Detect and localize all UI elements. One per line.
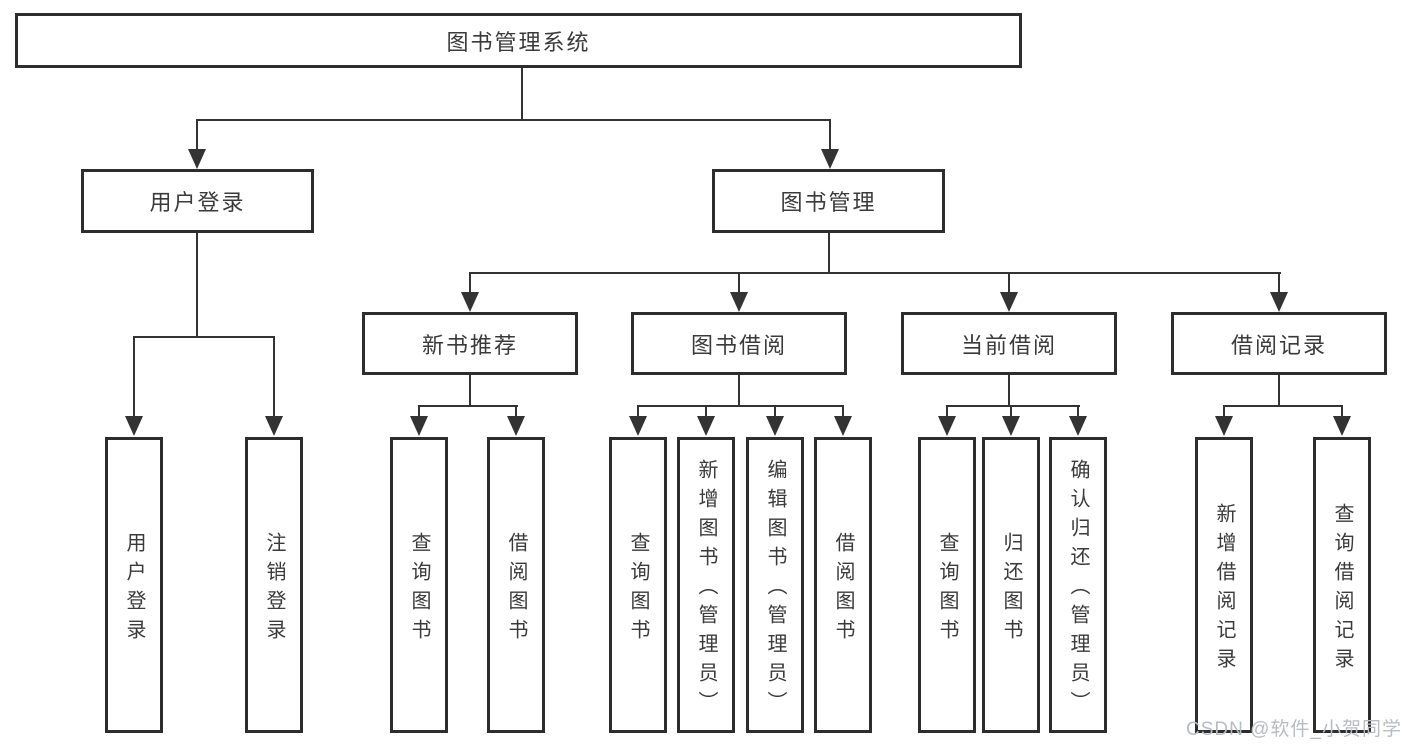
- leaf-query-books-recommend: 查询图书: [390, 437, 448, 733]
- node-label: 借阅图书: [505, 531, 527, 648]
- connector-to-current-borrow: [1008, 272, 1010, 294]
- leaf-query-books-borrow: 查询图书: [609, 437, 667, 733]
- leaf-confirm-return-admin: 确认归还（管理员）: [1049, 437, 1107, 733]
- leaf-add-book-admin: 新增图书（管理员）: [677, 437, 735, 733]
- leaf-user-login: 用户登录: [105, 437, 163, 733]
- node-label: 归还图书: [1000, 531, 1022, 648]
- connector-new-book-bar: [418, 405, 518, 407]
- node-current-borrow: 当前借阅: [901, 312, 1117, 375]
- connector-leaf-line: [1077, 405, 1079, 418]
- arrow-down-icon: [1333, 416, 1351, 436]
- arrow-down-icon: [1069, 416, 1087, 436]
- connector-to-user-login: [196, 119, 198, 152]
- leaf-borrow-books-recommend: 借阅图书: [487, 437, 545, 733]
- connector-root-stub: [521, 68, 523, 119]
- connector-leaf-line: [946, 405, 948, 418]
- connector-leaf-line: [1010, 405, 1012, 418]
- arrow-down-icon: [730, 292, 748, 312]
- arrow-down-icon: [821, 149, 839, 169]
- node-new-book-recommend: 新书推荐: [362, 312, 578, 375]
- connector-leaf-line: [774, 405, 776, 418]
- node-label: 编辑图书（管理员）: [764, 459, 786, 720]
- leaf-edit-book-admin: 编辑图书（管理员）: [746, 437, 804, 733]
- node-label: 确认归还（管理员）: [1067, 459, 1089, 720]
- connector-current-borrow-stub: [1008, 375, 1010, 407]
- arrow-down-icon: [410, 416, 428, 436]
- node-label: 当前借阅: [960, 332, 1057, 358]
- connector-leaf-line: [1341, 405, 1343, 418]
- arrow-down-icon: [1002, 416, 1020, 436]
- connector-leaf-line: [515, 405, 517, 418]
- node-book-management: 图书管理: [712, 169, 945, 233]
- node-label: 用户登录: [123, 531, 145, 648]
- connector-new-book-stub: [469, 375, 471, 407]
- arrow-down-icon: [1270, 292, 1288, 312]
- node-label: 借阅图书: [832, 531, 854, 648]
- node-label: 新增图书（管理员）: [695, 459, 717, 720]
- connector-to-new-book-recommend: [469, 272, 471, 294]
- arrow-down-icon: [507, 416, 525, 436]
- connector-to-book-borrow: [738, 272, 740, 294]
- connector-user-login-bar: [133, 336, 275, 338]
- node-label: 图书借阅: [690, 332, 787, 358]
- connector-book-management-stub: [828, 233, 830, 273]
- node-label: 图书管理系统: [446, 29, 591, 55]
- leaf-query-borrow-record: 查询借阅记录: [1313, 437, 1371, 733]
- node-label: 用户登录: [149, 190, 246, 215]
- connector-to-borrow-records: [1278, 272, 1280, 294]
- node-label: 借阅记录: [1230, 332, 1327, 358]
- connector-book-borrow-bar: [637, 405, 844, 407]
- leaf-borrow-books: 借阅图书: [814, 437, 872, 733]
- node-label: 注销登录: [263, 531, 285, 648]
- arrow-down-icon: [766, 416, 784, 436]
- node-label: 图书管理: [780, 190, 877, 215]
- node-book-borrow: 图书借阅: [631, 312, 847, 375]
- connector-leaf-line: [842, 405, 844, 418]
- connector-book-borrow-stub: [738, 375, 740, 407]
- leaf-logout: 注销登录: [245, 437, 303, 733]
- node-label: 查询图书: [627, 531, 649, 648]
- arrow-down-icon: [461, 292, 479, 312]
- leaf-query-books-current: 查询图书: [918, 437, 976, 733]
- connector-borrow-records-stub: [1278, 375, 1280, 407]
- node-user-login: 用户登录: [81, 169, 314, 233]
- node-label: 查询借阅记录: [1331, 502, 1353, 677]
- node-label: 查询图书: [408, 531, 430, 648]
- connector-to-book-management: [829, 119, 831, 152]
- arrow-down-icon: [265, 416, 283, 436]
- arrow-down-icon: [125, 416, 143, 436]
- connector-level2-bar: [469, 272, 1281, 274]
- arrow-down-icon: [834, 416, 852, 436]
- node-label: 新书推荐: [421, 332, 518, 358]
- arrow-down-icon: [1215, 416, 1233, 436]
- node-label: 查询图书: [936, 531, 958, 648]
- csdn-watermark: CSDN @软件_小贺同学: [1186, 719, 1402, 740]
- node-library-management-system: 图书管理系统: [15, 13, 1022, 68]
- connector-to-leaf-user-login: [133, 336, 135, 418]
- arrow-down-icon: [188, 149, 206, 169]
- arrow-down-icon: [697, 416, 715, 436]
- connector-level1-bar: [196, 119, 831, 121]
- connector-user-login-stub: [196, 233, 198, 337]
- node-borrow-records: 借阅记录: [1171, 312, 1387, 375]
- leaf-add-borrow-record: 新增借阅记录: [1195, 437, 1253, 733]
- connector-leaf-line: [705, 405, 707, 418]
- connector-leaf-line: [1223, 405, 1225, 418]
- connector-leaf-line: [637, 405, 639, 418]
- connector-leaf-line: [418, 405, 420, 418]
- node-label: 新增借阅记录: [1213, 502, 1235, 677]
- arrow-down-icon: [629, 416, 647, 436]
- arrow-down-icon: [938, 416, 956, 436]
- connector-borrow-records-bar: [1223, 405, 1343, 407]
- connector-to-leaf-logout: [273, 336, 275, 418]
- leaf-return-books: 归还图书: [982, 437, 1040, 733]
- arrow-down-icon: [1000, 292, 1018, 312]
- connector-current-borrow-bar: [946, 405, 1080, 407]
